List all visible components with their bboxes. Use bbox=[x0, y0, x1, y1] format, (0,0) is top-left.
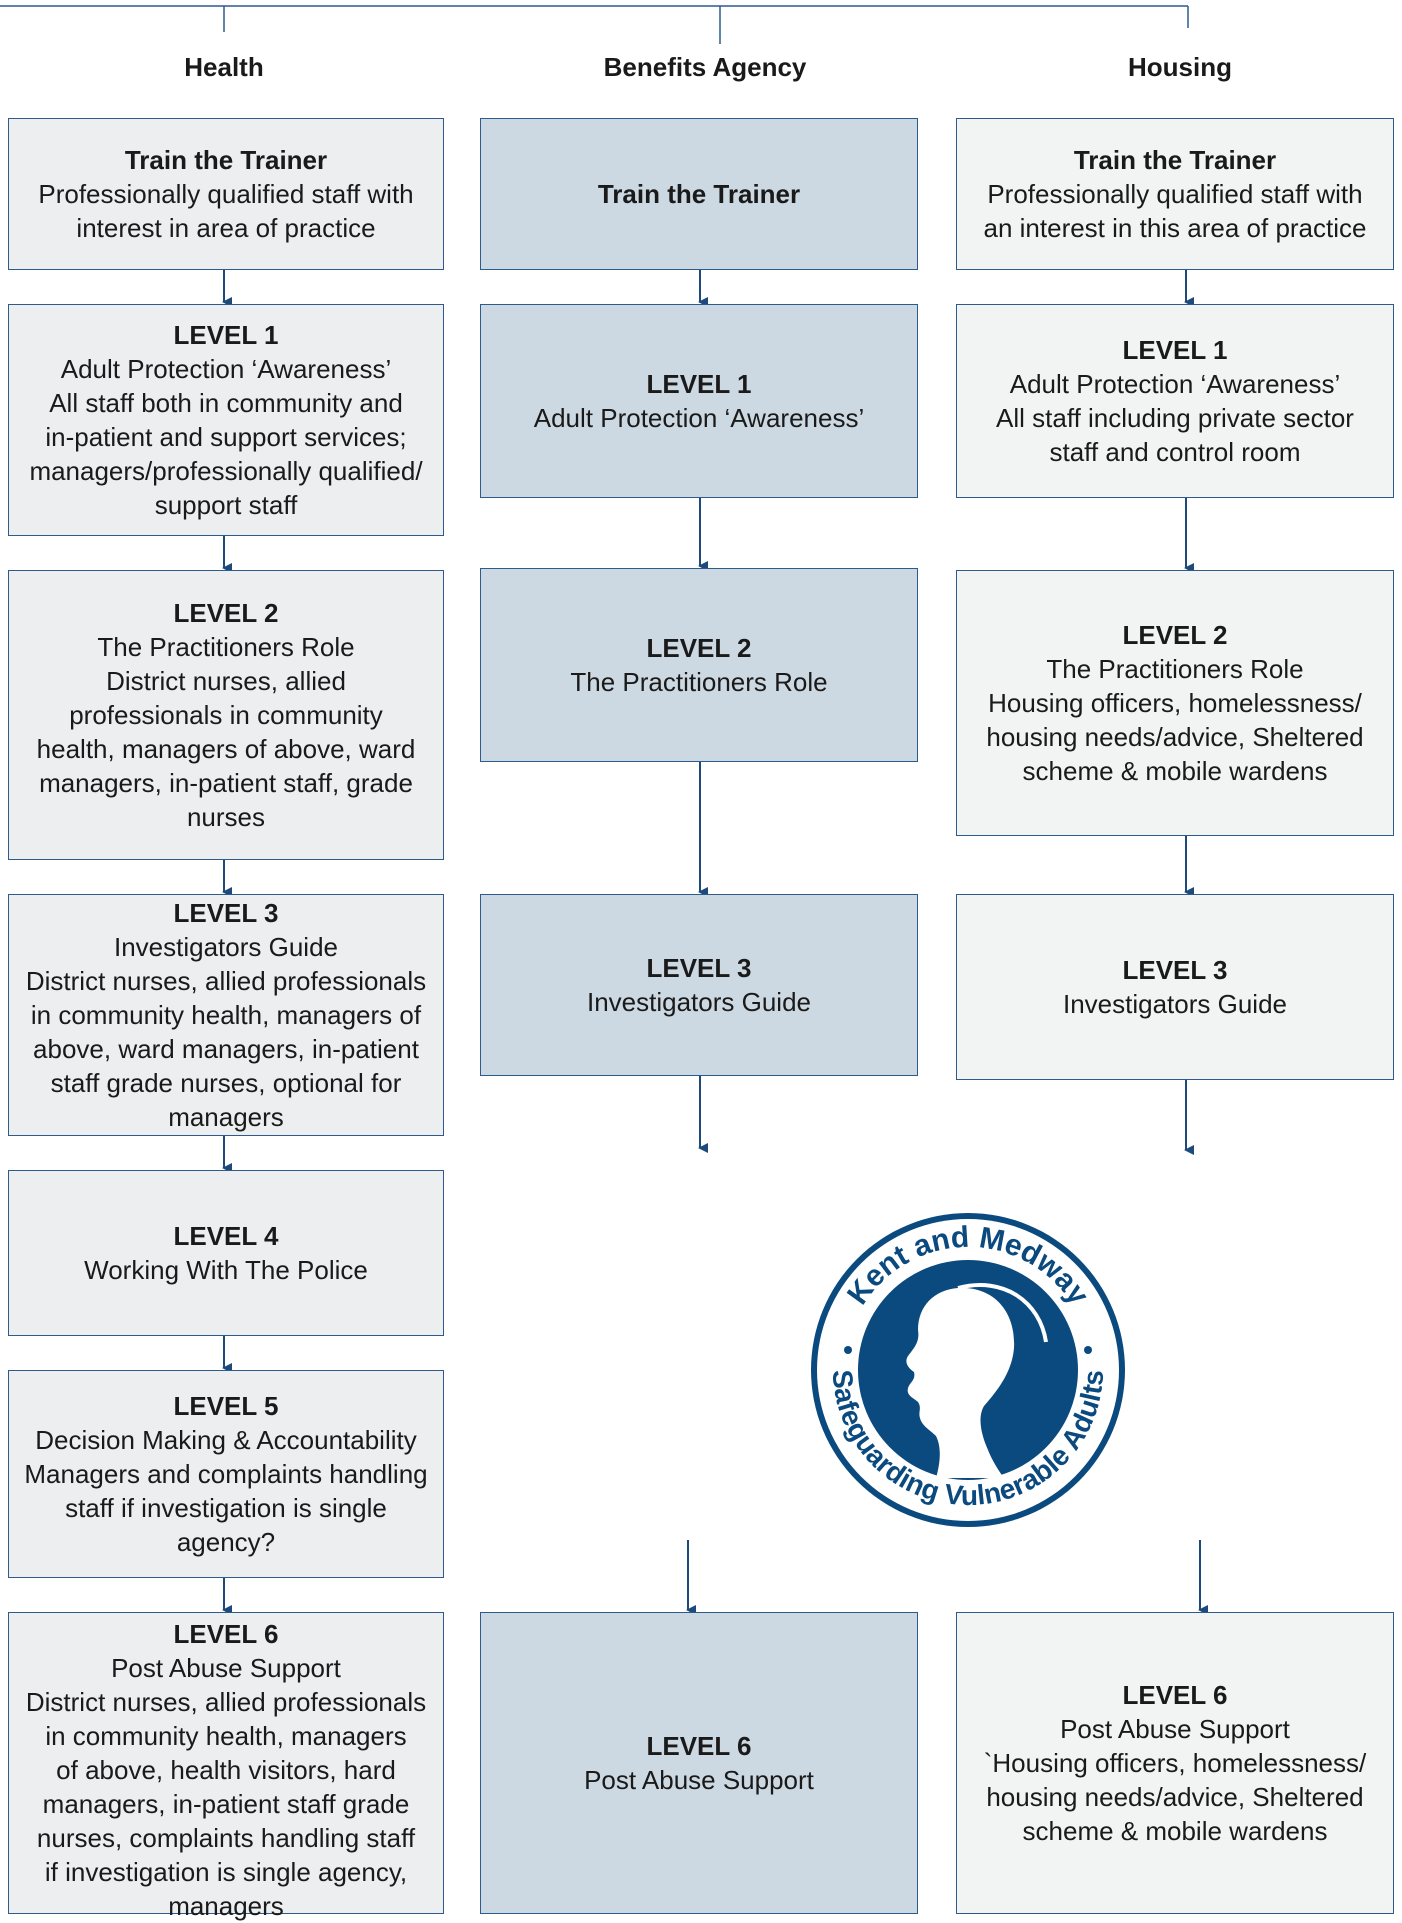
box-description: Adult Protection ‘Awareness’ bbox=[533, 403, 865, 433]
housing-level-2-box: LEVEL 2 The Practitioners Role Housing o… bbox=[956, 570, 1394, 836]
box-description: Decision Making & Accountability Manager… bbox=[24, 1425, 428, 1557]
box-description: Professionally qualified staff with an i… bbox=[983, 179, 1367, 243]
health-level-5-box: LEVEL 5 Decision Making & Accountability… bbox=[8, 1370, 444, 1578]
box-title: LEVEL 2 bbox=[173, 598, 279, 628]
box-description: Adult Protection ‘Awareness’ All staff i… bbox=[996, 369, 1354, 467]
health-column-heading: Health bbox=[184, 52, 264, 82]
box-title: LEVEL 6 bbox=[173, 1619, 279, 1649]
box-title: LEVEL 1 bbox=[1122, 335, 1228, 365]
health-level-3-box: LEVEL 3 Investigators Guide District nur… bbox=[8, 894, 444, 1136]
housing-level-1-box: LEVEL 1 Adult Protection ‘Awareness’ All… bbox=[956, 304, 1394, 498]
box-title: LEVEL 6 bbox=[646, 1731, 752, 1761]
box-description: Professionally qualified staff with inte… bbox=[38, 179, 414, 243]
health-level-4-box: LEVEL 4 Working With The Police bbox=[8, 1170, 444, 1336]
box-description: Post Abuse Support bbox=[584, 1765, 814, 1795]
box-title: LEVEL 5 bbox=[173, 1391, 279, 1421]
box-title: Train the Trainer bbox=[597, 179, 801, 209]
box-description: Working With The Police bbox=[84, 1255, 368, 1285]
box-title: Train the Trainer bbox=[1073, 145, 1277, 175]
box-description: Post Abuse Support `Housing officers, ho… bbox=[983, 1714, 1367, 1846]
box-title: LEVEL 4 bbox=[173, 1221, 279, 1251]
benefits-column-heading: Benefits Agency bbox=[603, 52, 807, 82]
box-title: LEVEL 1 bbox=[173, 320, 279, 350]
logo-separator-dot bbox=[1084, 1346, 1092, 1354]
box-description: Investigators Guide District nurses, all… bbox=[25, 932, 427, 1132]
box-description: The Practitioners Role District nurses, … bbox=[36, 632, 416, 832]
head-silhouette-icon bbox=[906, 1287, 1015, 1478]
box-description: Post Abuse Support District nurses, alli… bbox=[25, 1653, 427, 1921]
box-title: LEVEL 2 bbox=[1122, 620, 1228, 650]
box-title: LEVEL 2 bbox=[646, 633, 752, 663]
benefits-train-the-trainer-box: Train the Trainer bbox=[480, 118, 918, 270]
box-description: The Practitioners Role Housing officers,… bbox=[986, 654, 1364, 786]
health-level-2-box: LEVEL 2 The Practitioners Role District … bbox=[8, 570, 444, 860]
housing-level-3-box: LEVEL 3 Investigators Guide bbox=[956, 894, 1394, 1080]
box-title: Train the Trainer bbox=[124, 145, 328, 175]
housing-column-heading: Housing bbox=[1128, 52, 1232, 82]
box-title: LEVEL 3 bbox=[173, 898, 279, 928]
housing-level-6-box: LEVEL 6 Post Abuse Support `Housing offi… bbox=[956, 1612, 1394, 1914]
housing-train-the-trainer-box: Train the Trainer Professionally qualifi… bbox=[956, 118, 1394, 270]
box-title: LEVEL 6 bbox=[1122, 1680, 1228, 1710]
box-title: LEVEL 3 bbox=[646, 953, 752, 983]
box-description: The Practitioners Role bbox=[570, 667, 828, 697]
benefits-level-3-box: LEVEL 3 Investigators Guide bbox=[480, 894, 918, 1076]
health-level-1-box: LEVEL 1 Adult Protection ‘Awareness’ All… bbox=[8, 304, 444, 536]
benefits-level-1-box: LEVEL 1 Adult Protection ‘Awareness’ bbox=[480, 304, 918, 498]
box-description: Adult Protection ‘Awareness’ All staff b… bbox=[29, 354, 423, 520]
health-train-the-trainer-box: Train the Trainer Professionally qualifi… bbox=[8, 118, 444, 270]
logo-separator-dot bbox=[844, 1346, 852, 1354]
kent-and-medway-logo: Kent and Medway Safeguarding Vulnerable … bbox=[811, 1213, 1125, 1527]
box-description: Investigators Guide bbox=[1062, 989, 1287, 1019]
logo-hair-line bbox=[957, 1283, 1048, 1343]
health-level-6-box: LEVEL 6 Post Abuse Support District nurs… bbox=[8, 1612, 444, 1921]
benefits-level-2-box: LEVEL 2 The Practitioners Role bbox=[480, 568, 918, 762]
box-description: Investigators Guide bbox=[586, 987, 811, 1017]
box-title: LEVEL 3 bbox=[1122, 955, 1228, 985]
benefits-level-6-box: LEVEL 6 Post Abuse Support bbox=[480, 1612, 918, 1914]
box-title: LEVEL 1 bbox=[646, 369, 752, 399]
